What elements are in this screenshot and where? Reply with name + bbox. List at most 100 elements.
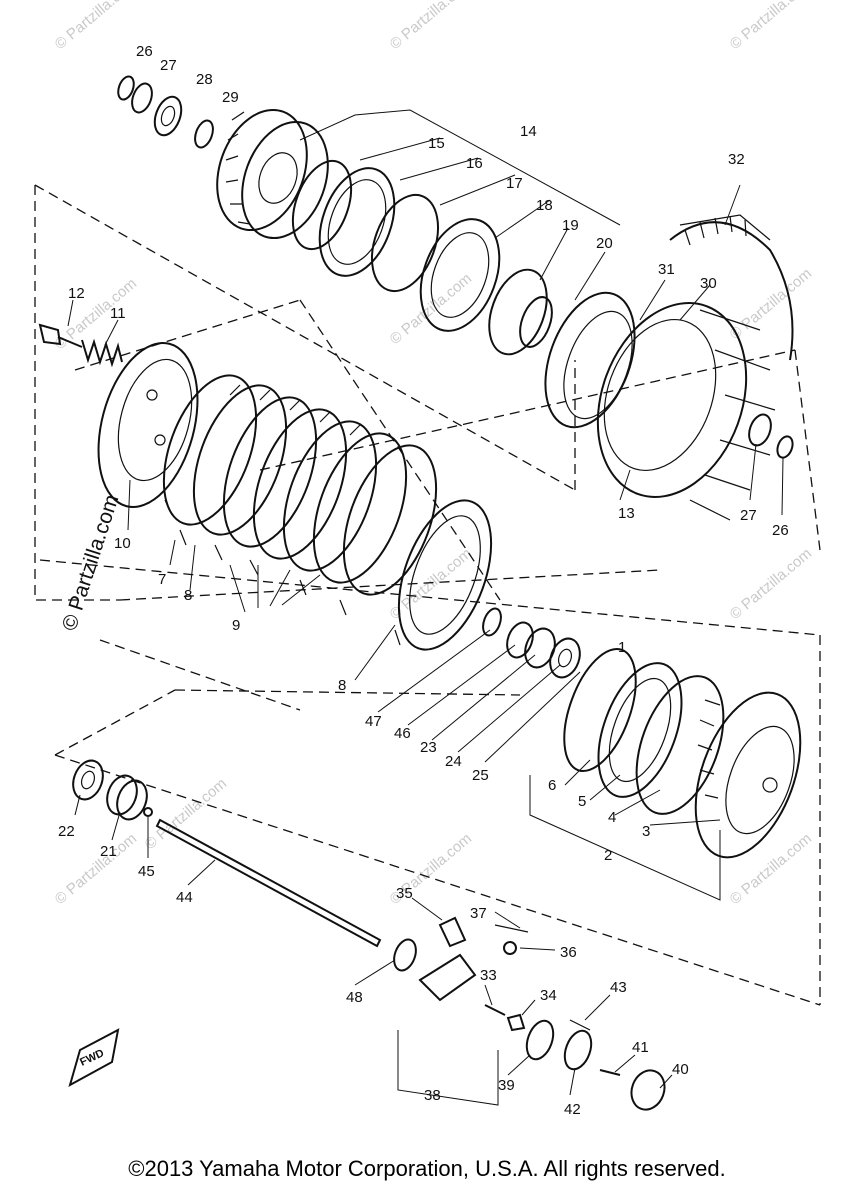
- label-24: 24: [445, 753, 462, 770]
- part-39: [525, 1019, 555, 1061]
- part-36: [503, 941, 517, 955]
- label-25: 25: [472, 767, 489, 784]
- side-watermark: © Partzilla.com: [58, 492, 124, 634]
- release-mechanism: [393, 916, 666, 1111]
- washer-27: [131, 82, 153, 114]
- label-41: 41: [632, 1039, 649, 1056]
- part-46: [506, 621, 534, 659]
- circlip-26: [117, 75, 135, 101]
- label-1: 1: [618, 639, 626, 656]
- washer-22: [72, 759, 104, 801]
- cover-40: [630, 1069, 666, 1111]
- label-18: 18: [536, 197, 553, 214]
- leader-lines: [67, 109, 784, 1106]
- spring-11: [81, 338, 123, 368]
- label-9: 9: [232, 617, 240, 634]
- clutch-exploded-diagram: © Partzilla.com © Partzilla.com © Partzi…: [34, 0, 821, 1118]
- clip-42: [563, 1029, 593, 1071]
- clutch-boss-group: [563, 647, 802, 859]
- label-10: 10: [114, 535, 131, 552]
- label-45: 45: [138, 863, 155, 880]
- washer-28: [153, 95, 183, 137]
- label-31: 31: [658, 261, 675, 278]
- gear-18: [419, 218, 501, 332]
- washer-27b: [748, 413, 772, 447]
- label-35: 35: [396, 885, 413, 902]
- label-4: 4: [608, 809, 616, 826]
- primary-gear-assembly: [216, 108, 553, 356]
- adjuster-33: [484, 1004, 506, 1016]
- label-11: 11: [110, 305, 126, 322]
- label-27: 27: [160, 57, 177, 74]
- label-13: 13: [618, 505, 635, 522]
- label-14: 14: [520, 123, 537, 140]
- dashed-group-outlines: [34, 184, 821, 1006]
- label-8b: 8: [338, 677, 346, 694]
- plate-5: [597, 662, 683, 798]
- label-3: 3: [642, 823, 650, 840]
- label-34: 34: [540, 987, 557, 1004]
- label-23: 23: [420, 739, 437, 756]
- seal-48: [393, 938, 417, 972]
- push-lever-38: [418, 953, 477, 1002]
- fwd-arrow: FWD: [68, 1028, 120, 1088]
- label-44: 44: [176, 889, 193, 906]
- label-26: 26: [136, 43, 153, 60]
- label-16: 16: [466, 155, 483, 172]
- label-29: 29: [222, 89, 239, 106]
- circlip-29: [194, 119, 214, 149]
- push-rod-44: [155, 818, 382, 948]
- bolt-and-spring: [38, 323, 123, 368]
- bushing-19: [488, 268, 548, 356]
- label-47: 47: [365, 713, 382, 730]
- wire-ring-6: [563, 647, 637, 773]
- label-28: 28: [196, 71, 213, 88]
- label-5: 5: [578, 793, 586, 810]
- label-17: 17: [506, 175, 523, 192]
- screw-43: [569, 1019, 591, 1031]
- label-12: 12: [68, 285, 85, 302]
- watermark: © Partzilla.com: [727, 265, 815, 343]
- label-27b: 27: [740, 507, 757, 524]
- watermark: © Partzilla.com: [52, 275, 140, 353]
- label-26b: 26: [772, 522, 789, 539]
- push-rod-assembly: [72, 759, 382, 948]
- label-33: 33: [480, 967, 497, 984]
- label-2: 2: [604, 847, 612, 864]
- label-30: 30: [700, 275, 717, 292]
- watermark: © Partzilla.com: [52, 830, 140, 908]
- gear-31: [544, 291, 636, 429]
- watermark: © Partzilla.com: [727, 0, 815, 53]
- last-friction-plate: [397, 499, 493, 651]
- clutch-boss-3: [694, 691, 802, 859]
- washer-set-top-left: [117, 75, 214, 149]
- label-43: 43: [610, 979, 627, 996]
- bearing-21: [106, 774, 138, 816]
- center-parts: [482, 607, 581, 679]
- label-48: 48: [346, 989, 363, 1006]
- circlip-26b: [776, 435, 794, 459]
- label-8: 8: [184, 587, 192, 604]
- label-21: 21: [100, 843, 117, 860]
- part-labels: 26 27 28 29 14 15 16 17 18 19 20 32 31 3…: [58, 43, 789, 1118]
- label-32: 32: [728, 151, 745, 168]
- primary-driven-gear-32: [669, 214, 794, 361]
- watermark: © Partzilla.com: [52, 0, 140, 53]
- bearing-16: [318, 167, 396, 277]
- part-35: [438, 916, 467, 948]
- clutch-housing-13: [544, 291, 794, 521]
- pressure-plate-10: [97, 341, 199, 509]
- label-40: 40: [672, 1061, 689, 1078]
- label-39: 39: [498, 1077, 515, 1094]
- label-20: 20: [596, 235, 613, 252]
- ring-15: [291, 159, 353, 251]
- label-38: 38: [424, 1087, 441, 1104]
- copyright-notice: ©2013 Yamaha Motor Corporation, U.S.A. A…: [128, 1156, 726, 1181]
- plate-4: [635, 675, 725, 815]
- screw-41: [599, 1069, 621, 1076]
- part-24: [549, 637, 581, 679]
- screw-37: [494, 924, 529, 933]
- label-22: 22: [58, 823, 75, 840]
- watermark: © Partzilla.com: [387, 270, 475, 348]
- label-42: 42: [564, 1101, 581, 1118]
